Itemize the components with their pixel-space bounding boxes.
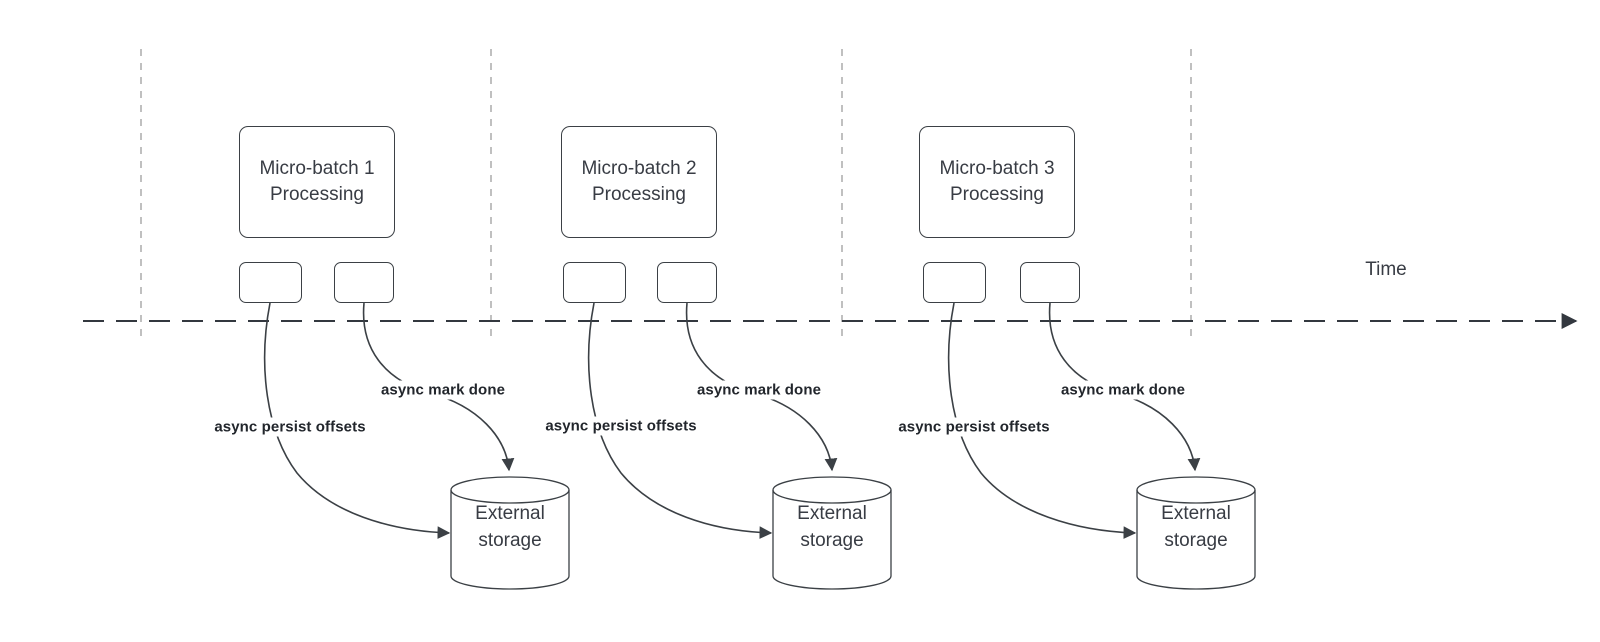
persist-offsets-label-3: async persist offsets (895, 417, 1053, 437)
microbatch-2-box: Micro-batch 2 Processing (561, 126, 717, 238)
mark-done-task-box-3 (1020, 262, 1080, 303)
external-storage-cylinder-2 (772, 476, 892, 590)
microbatch-1-box: Micro-batch 1 Processing (239, 126, 395, 238)
microbatch-2-box-label: Micro-batch 2 Processing (581, 158, 697, 205)
persist-offsets-task-box-3 (923, 262, 986, 303)
mark-done-task-box-2 (657, 262, 717, 303)
external-storage-label-1: External storage (475, 503, 545, 551)
persist-offsets-arrow-2 (587, 302, 773, 540)
time-axis-label: Time (1365, 259, 1407, 280)
mark-done-label-3: async mark done (1057, 380, 1189, 400)
persist-offsets-label-1: async persist offsets (211, 417, 369, 437)
microbatch-1-box-label: Micro-batch 1 Processing (259, 158, 375, 205)
external-storage-cylinder-1 (450, 476, 570, 590)
mark-done-task-box-1 (334, 262, 394, 303)
persist-offsets-task-box-1 (239, 262, 302, 303)
persist-offsets-arrow-3 (947, 302, 1137, 540)
external-storage-label-2: External storage (797, 503, 867, 551)
persist-offsets-label-2: async persist offsets (542, 416, 700, 436)
persist-offsets-arrow-1 (263, 302, 451, 540)
mark-done-label-2: async mark done (693, 380, 825, 400)
external-storage-label-3: External storage (1161, 503, 1231, 551)
microbatch-3-box: Micro-batch 3 Processing (919, 126, 1075, 238)
mark-done-label-1: async mark done (377, 380, 509, 400)
external-storage-cylinder-3 (1136, 476, 1256, 590)
persist-offsets-task-box-2 (563, 262, 626, 303)
microbatch-3-box-label: Micro-batch 3 Processing (939, 158, 1055, 205)
